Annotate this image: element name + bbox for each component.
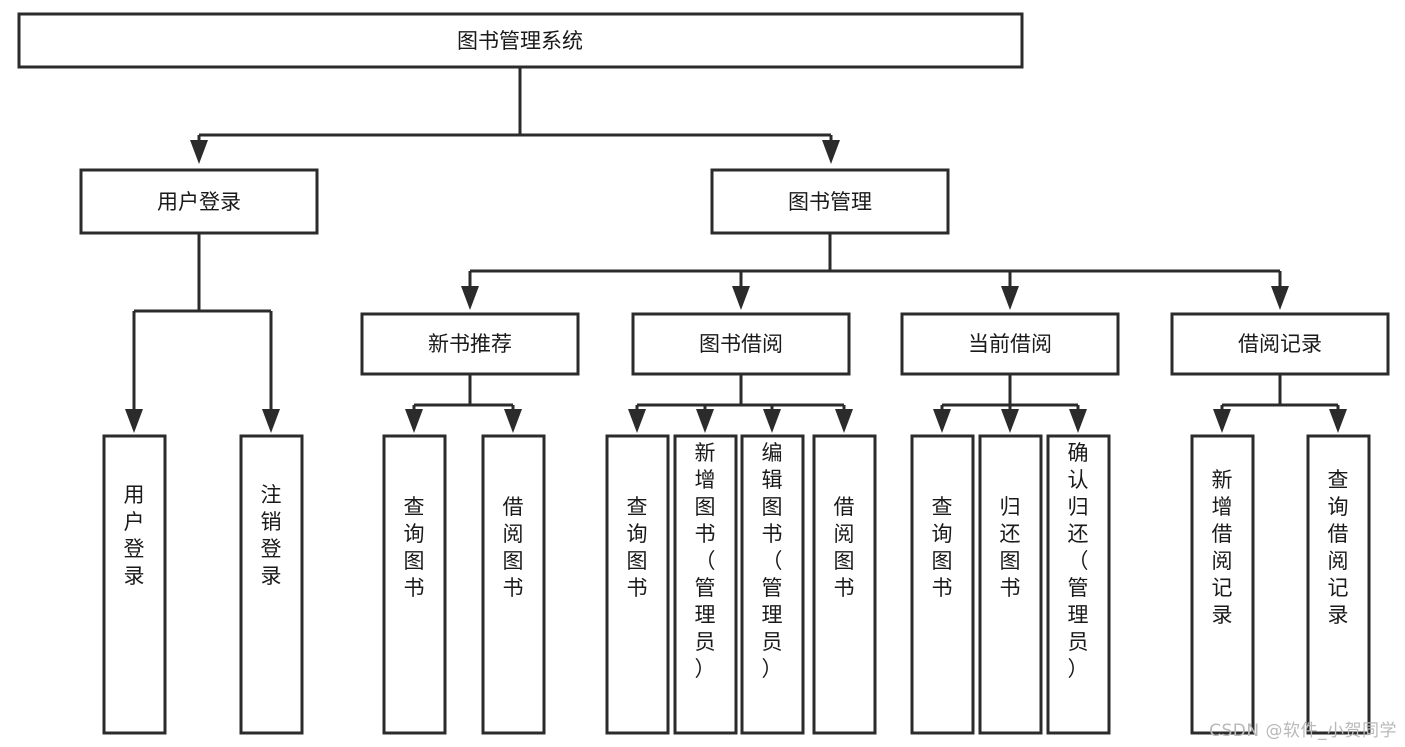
node-book-borrow-label: 图书借阅 [699, 332, 783, 356]
leaf-borrow-record-1[interactable]: 查询借阅记录 [1306, 434, 1371, 735]
leaf-current-borrow-2-box [1046, 434, 1111, 735]
node-current-borrow[interactable]: 当前借阅 [900, 312, 1120, 376]
leaf-new-book-recommend-0-label: 查询图书 [404, 495, 425, 600]
leaf-new-book-recommend-1[interactable]: 借阅图书 [481, 434, 546, 735]
arrow-to-leaf-book-borrow-1 [696, 409, 714, 433]
node-new-book-recommend[interactable]: 新书推荐 [360, 312, 580, 376]
arrow-to-leaf-current-borrow-0 [933, 409, 951, 433]
leaf-user-login-1-label: 注销登录 [261, 483, 282, 588]
csdn-watermark: CSDN @软件_小贺同学 [1209, 721, 1397, 741]
arrow-to-leaf-book-borrow-0 [628, 409, 646, 433]
leaf-current-borrow-0-label: 查询图书 [932, 495, 953, 600]
connector-current-borrow-to-leaves [933, 374, 1087, 433]
node-user-login-label: 用户登录 [157, 190, 241, 214]
leaf-current-borrow-0[interactable]: 查询图书 [910, 434, 975, 735]
arrow-to-book-manage [822, 140, 840, 164]
node-book-manage-label: 图书管理 [788, 190, 872, 214]
leaf-user-login-1[interactable]: 注销登录 [239, 434, 304, 735]
arrow-to-leaf-user-login-1 [262, 409, 280, 433]
leaf-book-borrow-3-box [812, 434, 877, 735]
leaf-book-borrow-0-label: 查询图书 [627, 495, 648, 600]
connector-borrow-record-to-leaves [1213, 374, 1347, 433]
arrow-to-book-borrow [732, 286, 750, 310]
arrow-to-leaf-user-login-0 [125, 409, 143, 433]
leaf-current-borrow-2[interactable]: 确认归还（管理员） [1046, 434, 1111, 735]
connector-book-borrow-to-leaves [628, 374, 853, 433]
arrow-to-user-login [190, 140, 208, 164]
connector-new-book-recommend-to-leaves [405, 374, 522, 433]
leaf-borrow-record-0-label: 新增借阅记录 [1212, 468, 1233, 627]
node-book-manage[interactable]: 图书管理 [710, 168, 950, 235]
node-new-book-recommend-box [360, 312, 580, 376]
node-root-label: 图书管理系统 [457, 29, 583, 53]
leaf-book-borrow-3[interactable]: 借阅图书 [812, 434, 877, 735]
arrow-to-leaf-borrow-record-0 [1213, 409, 1231, 433]
arrow-to-new-book-recommend [461, 286, 479, 310]
node-borrow-record[interactable]: 借阅记录 [1170, 312, 1390, 376]
leaf-book-borrow-2-label: 编辑图书（管理员） [762, 441, 783, 681]
arrow-to-leaf-borrow-record-1 [1329, 409, 1347, 433]
leaf-user-login-1-box [239, 434, 304, 735]
leaf-user-login-0-label: 用户登录 [124, 483, 145, 588]
leaf-book-borrow-1-label: 新增图书（管理员） [695, 441, 716, 681]
connector-user-login-to-leaves [125, 233, 280, 433]
node-book-borrow[interactable]: 图书借阅 [631, 312, 851, 376]
connector-book-manage-to-level3 [461, 233, 1289, 310]
arrow-to-borrow-record [1271, 286, 1289, 310]
arrow-to-leaf-book-borrow-2 [763, 409, 781, 433]
leaf-current-borrow-2-label: 确认归还（管理员） [1068, 441, 1089, 681]
leaf-borrow-record-1-box [1306, 434, 1371, 735]
arrow-to-leaf-current-borrow-1 [1001, 409, 1019, 433]
node-user-login[interactable]: 用户登录 [79, 168, 319, 235]
connector-root-to-level2 [190, 67, 840, 164]
leaf-book-borrow-1[interactable]: 新增图书（管理员） [673, 434, 738, 735]
leaf-new-book-recommend-1-box [481, 434, 546, 735]
node-user-login-box [79, 168, 319, 235]
node-current-borrow-box [900, 312, 1120, 376]
leaf-book-borrow-0-box [605, 434, 670, 735]
arrow-to-current-borrow [1001, 286, 1019, 310]
leaf-user-login-0-box [102, 434, 167, 735]
arrow-to-leaf-new-book-0 [405, 409, 423, 433]
arrow-to-leaf-current-borrow-2 [1069, 409, 1087, 433]
leaf-book-borrow-1-box [673, 434, 738, 735]
leaf-current-borrow-1-label: 归还图书 [1000, 495, 1021, 600]
leaf-borrow-record-1-label: 查询借阅记录 [1328, 468, 1349, 627]
leaf-new-book-recommend-0-box [382, 434, 447, 735]
leaf-current-borrow-1-box [978, 434, 1043, 735]
leaf-new-book-recommend-1-label: 借阅图书 [503, 495, 524, 600]
leaf-borrow-record-0-box [1190, 434, 1255, 735]
leaf-book-borrow-2-box [740, 434, 805, 735]
leaf-borrow-record-0[interactable]: 新增借阅记录 [1190, 434, 1255, 735]
node-borrow-record-label: 借阅记录 [1238, 332, 1322, 356]
node-current-borrow-label: 当前借阅 [968, 332, 1052, 356]
leaf-new-book-recommend-0[interactable]: 查询图书 [382, 434, 447, 735]
leaf-book-borrow-2[interactable]: 编辑图书（管理员） [740, 434, 805, 735]
node-new-book-recommend-label: 新书推荐 [428, 332, 512, 356]
node-root[interactable]: 图书管理系统 [17, 12, 1024, 69]
arrow-to-leaf-new-book-1 [504, 409, 522, 433]
leaf-current-borrow-1[interactable]: 归还图书 [978, 434, 1043, 735]
leaf-current-borrow-0-box [910, 434, 975, 735]
leaf-user-login-0[interactable]: 用户登录 [102, 434, 167, 735]
arrow-to-leaf-book-borrow-3 [835, 409, 853, 433]
leaf-book-borrow-0[interactable]: 查询图书 [605, 434, 670, 735]
node-root-box [17, 12, 1024, 69]
leaf-book-borrow-3-label: 借阅图书 [834, 495, 855, 600]
